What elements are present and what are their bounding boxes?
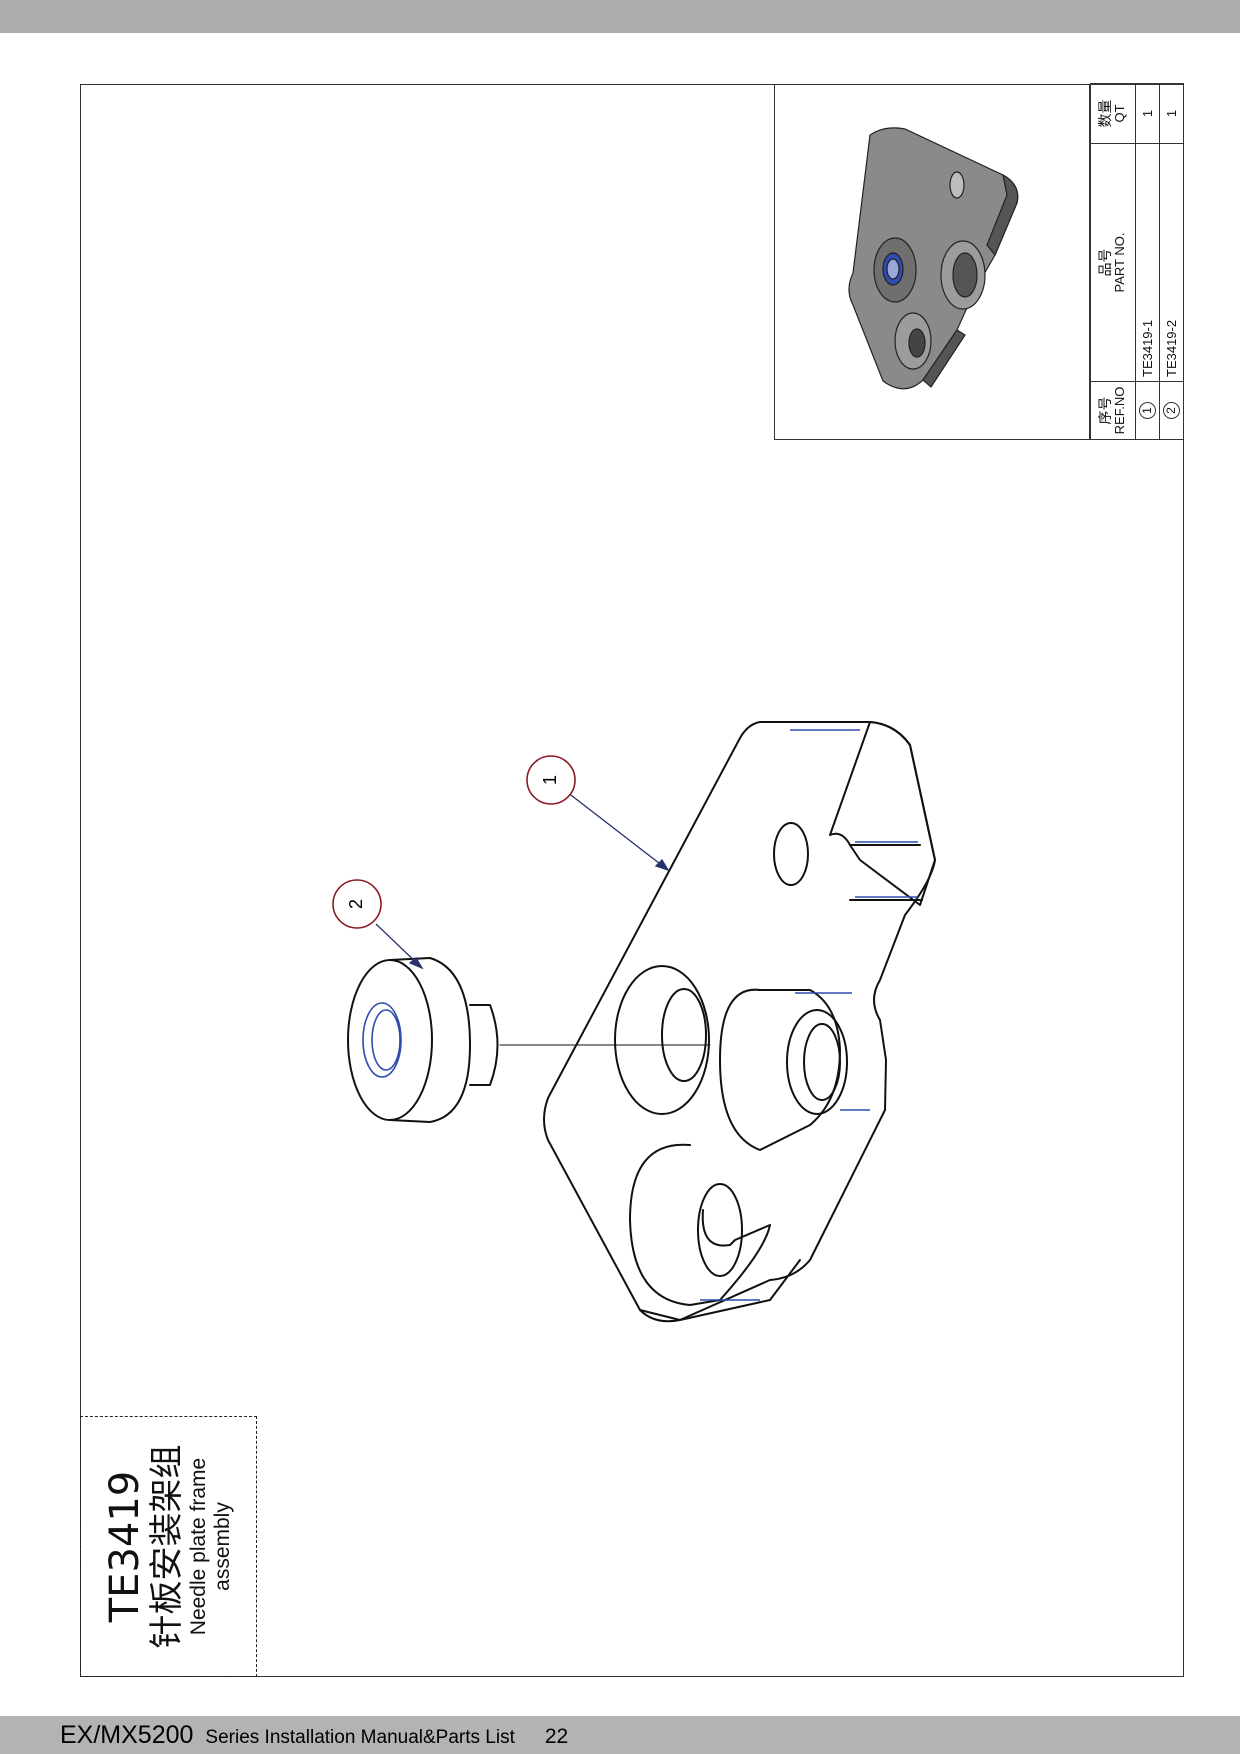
plate-countersink-outer bbox=[614, 965, 710, 1115]
rendered-thumbnail bbox=[774, 84, 1090, 440]
drawing-frame bbox=[80, 84, 1184, 1677]
balloon-2-label: 2 bbox=[346, 899, 366, 909]
footer-manual-title: Series Installation Manual&Parts List bbox=[205, 1727, 515, 1748]
page-number: 22 bbox=[544, 1725, 569, 1748]
plate-right-edge bbox=[829, 721, 936, 906]
header-ref-no: 序号 REF.NO bbox=[1090, 381, 1136, 440]
plate-small-hole bbox=[773, 822, 809, 886]
title-chinese: 针板安装架组 bbox=[146, 1444, 187, 1649]
rendered-part-image bbox=[848, 127, 1019, 390]
balloon-2 bbox=[332, 879, 382, 929]
plate-slot-boss bbox=[629, 1143, 771, 1306]
header-part-no: 品号 PART NO. bbox=[1090, 143, 1136, 382]
part-code: TE3419 bbox=[101, 1470, 148, 1623]
header-qty: 数量 QT bbox=[1090, 83, 1136, 144]
plate-countersink-inner bbox=[661, 988, 707, 1082]
ref-number: 2 bbox=[1163, 402, 1180, 419]
part-number: TE3419-1 bbox=[1135, 143, 1160, 382]
washer-stem bbox=[469, 1004, 499, 1086]
title-block: TE3419 针板安装架组 Needle plate frame assembl… bbox=[80, 1416, 257, 1677]
plate-boss-hole bbox=[786, 1009, 848, 1115]
plate-outline bbox=[543, 721, 936, 1323]
plate-lower-edge bbox=[639, 1259, 801, 1321]
table-row: 1 TE3419-1 1 bbox=[1135, 83, 1160, 440]
washer-front bbox=[347, 959, 433, 1121]
balloon-1 bbox=[526, 755, 576, 805]
quantity: 1 bbox=[1159, 83, 1184, 144]
top-band bbox=[0, 0, 1240, 33]
title-english-line1: Needle plate frame bbox=[186, 1457, 210, 1636]
balloon-1-label: 1 bbox=[540, 775, 560, 785]
footer: EX/MX5200 Series Installation Manual&Part… bbox=[60, 1720, 568, 1750]
parts-table: 序号 REF.NO 品号 PART NO. 数量 QT 1 TE3419-1 1… bbox=[1090, 83, 1184, 440]
part-number: TE3419-2 bbox=[1159, 143, 1184, 382]
washer-body bbox=[389, 957, 471, 1123]
table-row: 2 TE3419-2 1 bbox=[1159, 83, 1184, 440]
ref-number: 1 bbox=[1139, 402, 1156, 419]
washer-inner-blue bbox=[362, 1002, 402, 1078]
bottom-band bbox=[0, 1716, 1240, 1754]
footer-model: EX/MX5200 bbox=[60, 1721, 194, 1749]
quantity: 1 bbox=[1135, 83, 1160, 144]
leader-lines bbox=[375, 791, 670, 970]
title-english-line2: assembly bbox=[210, 1502, 234, 1591]
plate-boss bbox=[719, 988, 841, 1151]
